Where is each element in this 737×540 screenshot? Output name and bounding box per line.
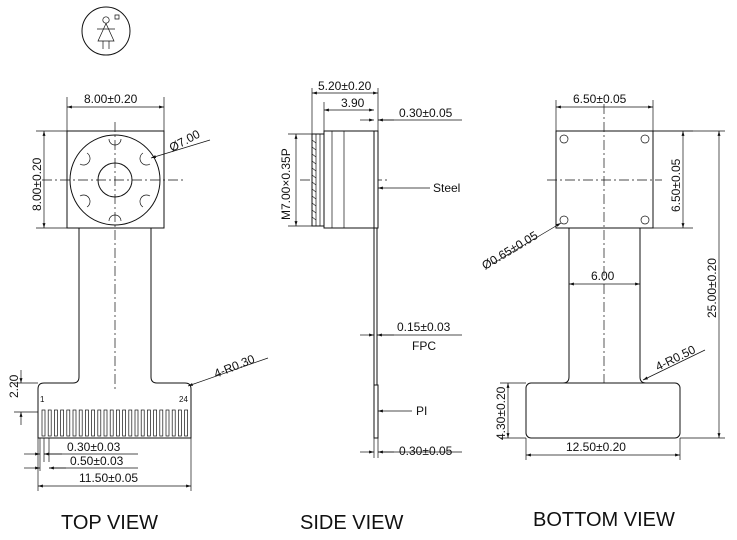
top-lens-notch [139,152,151,166]
total-length-dim: 25.00±0.20 [705,258,719,318]
connector-pin [103,409,108,437]
top-height-dim: 8.00±0.20 [30,157,44,211]
connector-pin [54,409,58,437]
connector-pin [165,409,170,437]
bottom-hatched-pad [555,130,654,229]
side-total-length-dim: 5.20±0.20 [318,79,372,93]
pin-first-label: 1 [40,395,45,404]
connector-pin [60,409,64,437]
side-view: 5.20±0.20 3.90 M7.00×0.35P 0.30±0.05 Ste… [279,79,462,534]
thread-tick [311,188,317,193]
pi-thickness-dim: 0.30±0.05 [399,444,453,458]
connector-pin [153,409,157,437]
pin-width-dim: 0.30±0.03 [67,440,121,454]
side-fpc [373,227,378,386]
thread-tick [311,216,317,221]
side-holder-body [323,130,375,229]
connector-pin [128,409,133,437]
connector-pin [91,409,95,437]
connector-width-dim: 11.50±0.05 [79,471,138,485]
steel-label: Steel [433,181,460,195]
bottom-corner-radius-dim: 4-R0.50 [653,342,698,373]
fpc-width-dim: 6.00 [591,269,615,283]
connector-pin [178,409,182,437]
top-corner-radius-dim: 4-R0.30 [212,352,257,381]
thread-tick [311,195,317,200]
connector-pin [78,409,83,437]
connector-pin [147,409,151,437]
thread-tick [311,153,317,158]
connector-pin [85,409,89,437]
side-pi-stiffener [373,384,379,439]
pi-label: PI [416,404,427,418]
hole-diameter-dim: Ø0.65±0.05 [479,228,540,272]
bottom-view-title: BOTTOM VIEW [533,509,675,531]
connector-pin [122,409,126,437]
connector-pin [171,409,176,437]
bottom-connector-block [525,382,681,439]
thread-tick [311,181,317,186]
fpc-height-dim: 2.20 [7,374,21,398]
connector-pin [72,409,77,437]
connector-pin [159,409,164,437]
thread-tick [311,209,317,214]
side-view-title: SIDE VIEW [300,512,403,534]
side-lens-thread [311,133,325,227]
side-body-length-dim: 3.90 [341,96,365,110]
top-fpc-outline [37,228,192,439]
thread-tick [311,174,317,179]
lens-diameter-dim: Ø7.00 [167,127,203,155]
mount-hole [559,215,569,225]
fpc-label: FPC [412,339,436,353]
bottom-view: 6.50±0.05 6.50±0.05 Ø0.65±0.05 6.00 25.0… [479,92,725,531]
pad-width-dim: 6.50±0.05 [573,92,627,106]
side-thread-dim: M7.00×0.35P [279,148,293,220]
connector-pin [41,409,46,437]
top-view-title: TOP VIEW [61,512,158,534]
connector-pin [97,409,102,437]
top-lens-notch [79,194,91,208]
steel-thickness-dim: 0.30±0.05 [399,106,453,120]
top-sensor-body [66,130,165,229]
mount-hole [640,134,650,144]
top-lens-notch [79,152,91,166]
top-view: 1 24 8.00±0.20 8.00±0.20 Ø7.00 2.20 4-R0… [7,92,269,534]
fpc-thickness-dim: 0.15±0.03 [397,320,451,334]
side-steel-plate [373,130,379,229]
connector-pin [184,409,188,437]
thread-tick [311,202,317,207]
thread-tick [311,146,317,151]
connector-width-bottom-dim: 12.50±0.20 [566,440,626,454]
thread-tick [311,167,317,172]
connector-pin [116,409,120,437]
bottom-fpc-outline [531,228,675,384]
top-connector-pins [41,409,188,437]
connector-pin [134,409,139,437]
child-safety-icon [81,6,131,56]
top-width-dim: 8.00±0.20 [84,92,138,106]
connector-pin [109,409,114,437]
top-lens-notch [139,194,151,208]
thread-tick [311,160,317,165]
pin-pitch-dim: 0.50±0.03 [70,454,124,468]
mount-hole [559,134,569,144]
thread-tick [311,139,317,144]
pad-height-dim: 6.50±0.05 [669,158,683,212]
mount-hole [640,215,650,225]
side-thread-ticks [311,139,317,221]
pin-last-label: 24 [179,395,188,404]
connector-height-dim: 4.30±0.20 [494,386,508,440]
connector-pin [140,409,145,437]
connector-pin [66,409,71,437]
connector-pin [47,409,52,437]
